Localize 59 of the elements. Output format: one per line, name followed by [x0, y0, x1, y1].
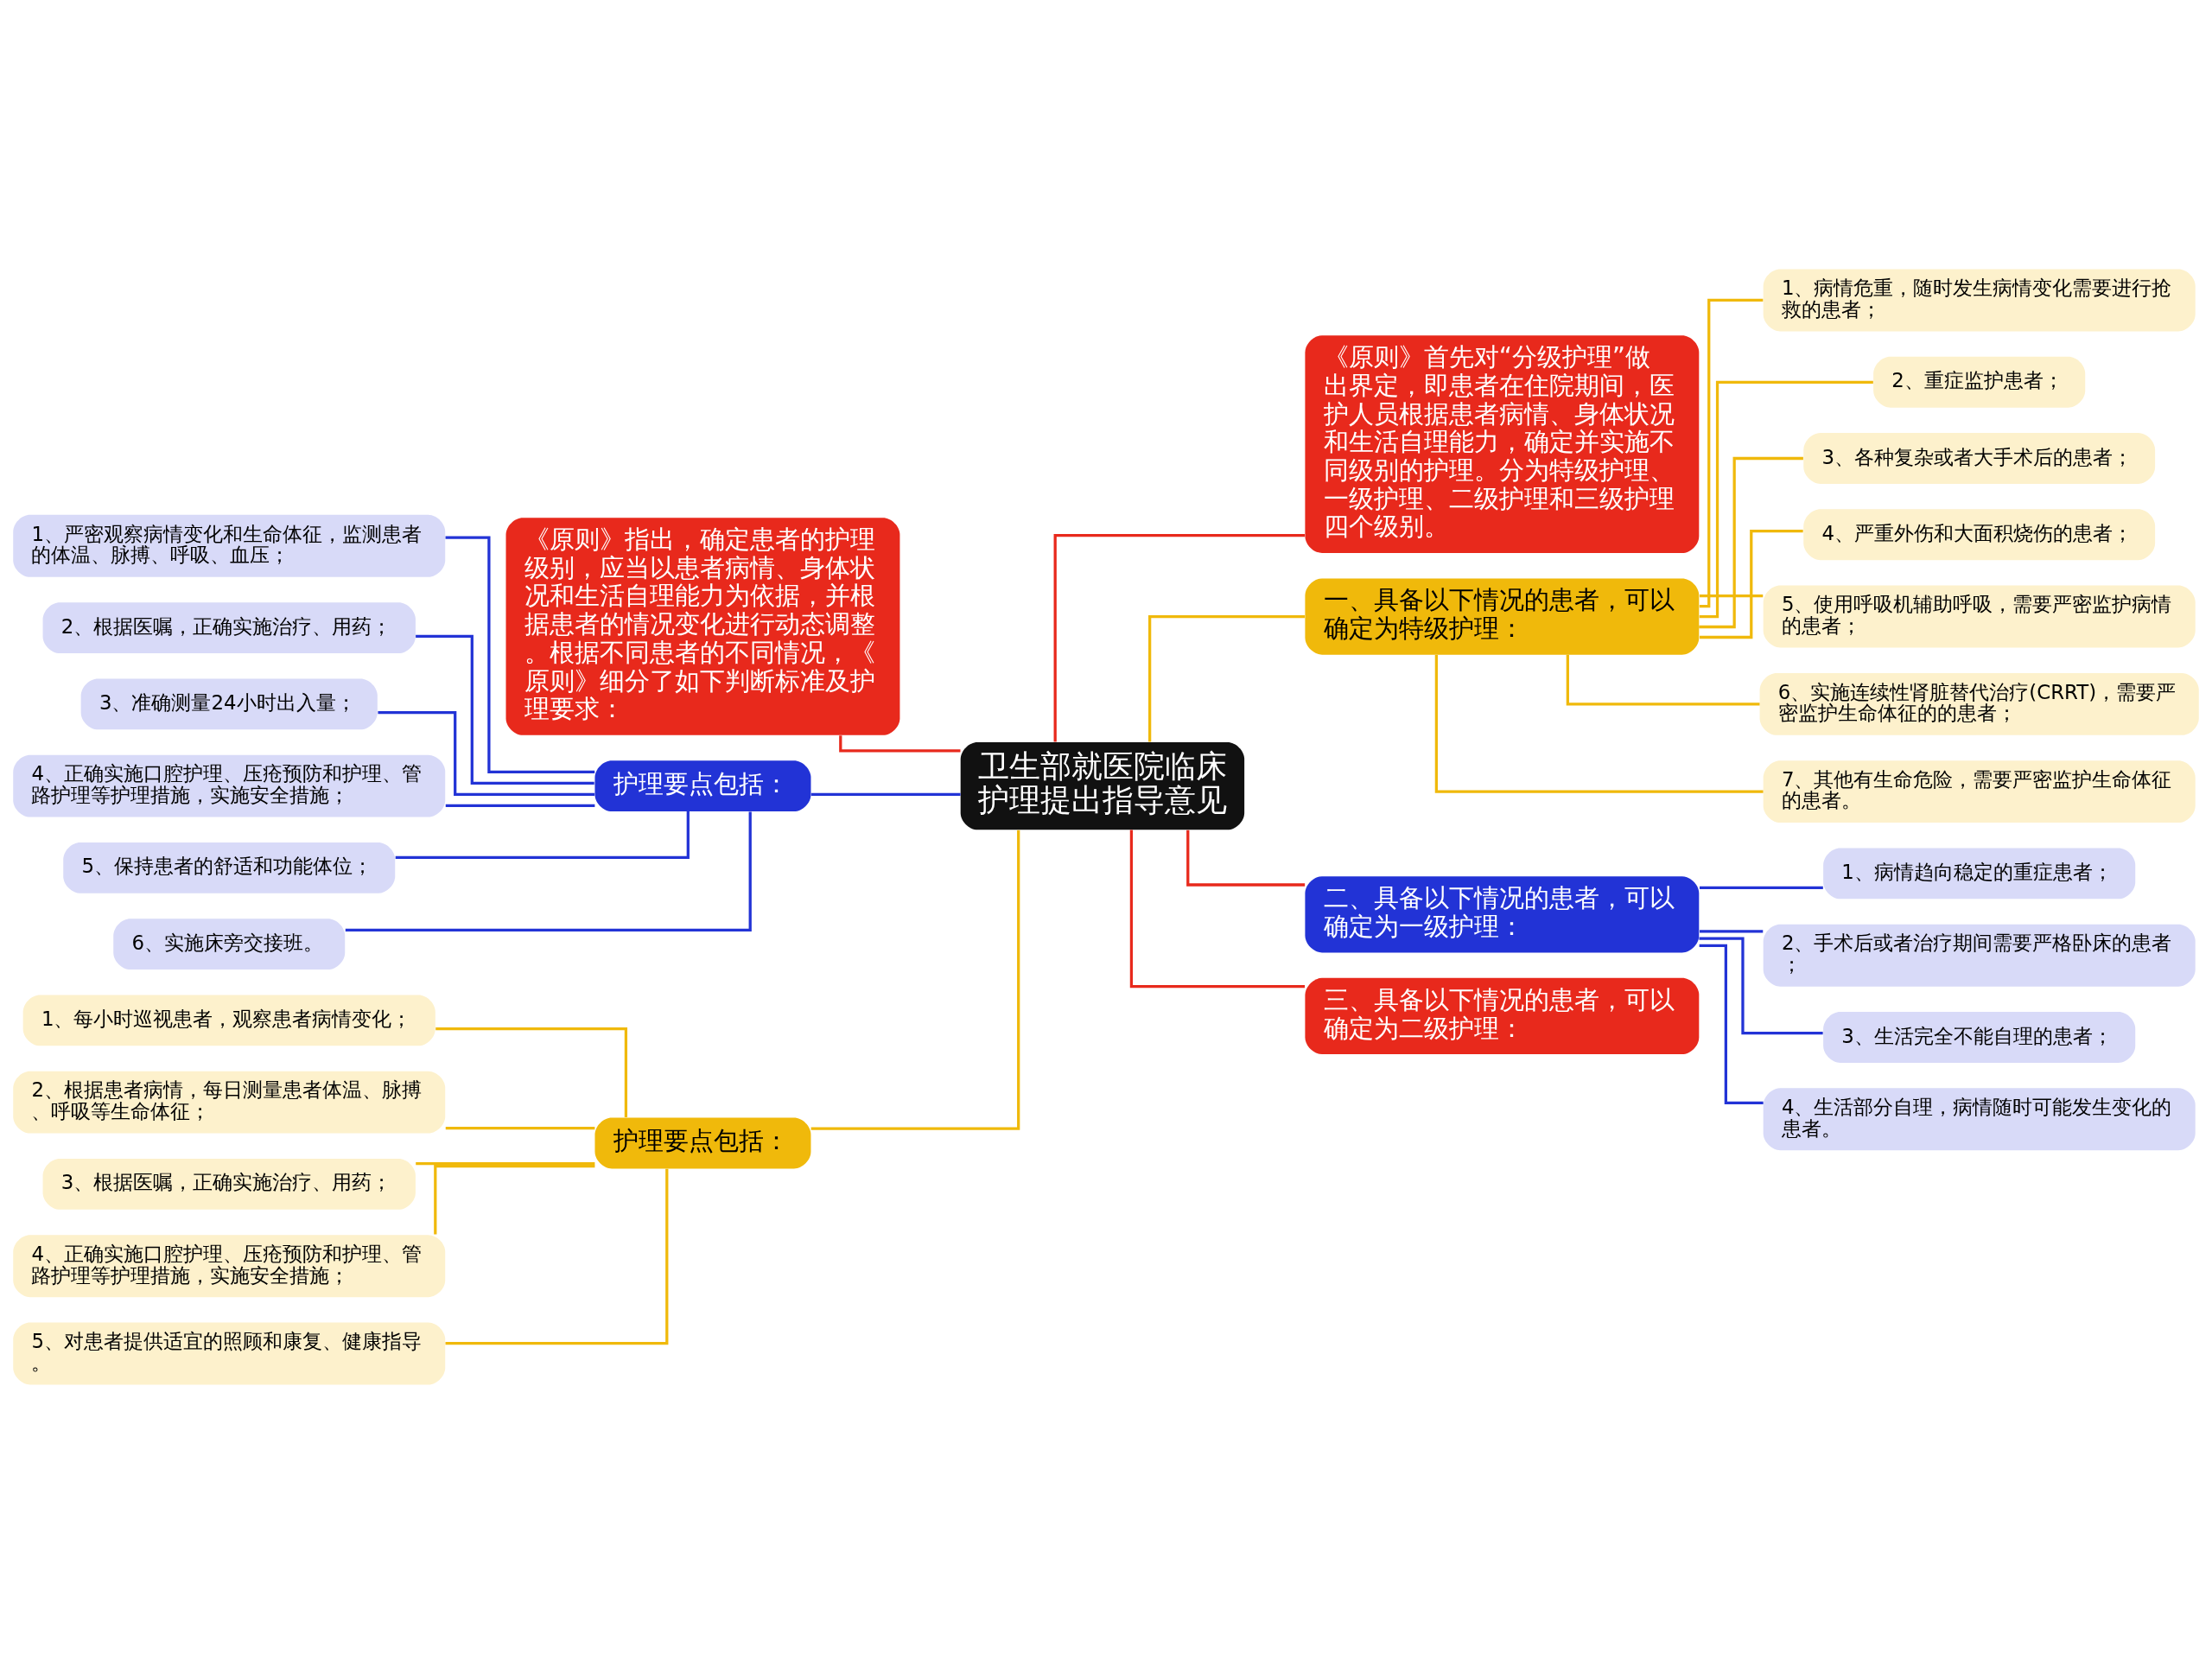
connector [1699, 380, 1873, 618]
node-box: 5、使用呼吸机辅助呼吸，需要严密监护病情的患者； [1763, 585, 2196, 647]
connector [1186, 830, 1306, 887]
node-box: 2、重症监护患者； [1873, 356, 2086, 408]
node-box: 3、准确测量24小时出入量； [80, 677, 378, 729]
node-box: 三、具备以下情况的患者，可以确定为二级护理： [1305, 977, 1700, 1054]
connector [1566, 654, 1760, 705]
node-box: 一、具备以下情况的患者，可以确定为特级护理： [1305, 577, 1700, 655]
node-box: 4、严重外伤和大面积烧伤的患者； [1803, 508, 2156, 560]
node-box: 《原则》首先对“分级护理”做出界定，即患者在住院期间，医护人员根据患者病情、身体状况和生活自理能力，确定并实施不同级别的护理。分为特级护理、一级护理、二级护理和三级护理四个级别。 [1305, 334, 1700, 553]
connector [445, 804, 595, 807]
node-box: 《原则》指出，确定患者的护理级别，应当以患者病情、身体状况和生活自理能力为依据，并根据患者的情况变化进行动态调整。根据不同患者的不同情况，《原则》细分了如下判断标准及护理要求： [505, 517, 900, 735]
connector [1700, 929, 1764, 933]
connector [345, 811, 752, 931]
connector [1699, 936, 1823, 1034]
node-box: 2、手术后或者治疗期间需要严格卧床的患者； [1763, 924, 2196, 987]
connector [1700, 529, 1803, 639]
connector [1699, 944, 1764, 1104]
connector [445, 535, 595, 773]
connector [810, 792, 961, 796]
node-box: 6、实施床旁交接班。 [113, 918, 346, 970]
connector [839, 734, 961, 752]
node-box: 1、病情危重，随时发生病情变化需要进行抢救的患者； [1763, 269, 2196, 331]
connector [1129, 830, 1306, 988]
node-box: 4、正确实施口腔护理、压疮预防和护理、管路护理等护理措施，实施安全措施； [13, 1234, 446, 1297]
node-box: 护理要点包括： [594, 760, 811, 811]
connector [1053, 533, 1305, 741]
node-box: 3、各种复杂或者大手术后的患者； [1803, 432, 2156, 484]
node-box: 二、具备以下情况的患者，可以确定为一级护理： [1305, 875, 1700, 952]
node-box: 1、每小时巡视患者，观察患者病情变化； [22, 994, 435, 1046]
connector [434, 1164, 595, 1235]
connector [435, 1027, 628, 1117]
connector [1434, 654, 1764, 793]
node-box: 7、其他有生命危险，需要严密监护生命体征的患者。 [1763, 760, 2196, 823]
connector [395, 811, 690, 859]
node-box: 4、正确实施口腔护理、压疮预防和护理、管路护理等护理措施，实施安全措施； [13, 754, 446, 817]
node-box: 3、根据医嘱，正确实施治疗、用药； [42, 1158, 416, 1210]
node-box: 2、根据医嘱，正确实施治疗、用药； [42, 601, 416, 653]
node-box: 4、生活部分自理，病情随时可能发生变化的患者。 [1763, 1087, 2196, 1150]
connector [416, 634, 594, 785]
node-box: 3、生活完全不能自理的患者； [1823, 1011, 2136, 1063]
node-box: 护理要点包括： [594, 1117, 811, 1168]
node-box: 卫生部就医院临床护理提出指导意见 [960, 741, 1245, 830]
connector [1699, 456, 1803, 628]
node-box: 5、保持患者的舒适和功能体位； [63, 842, 396, 893]
connector [378, 710, 595, 796]
connector [445, 1126, 595, 1129]
connector [445, 1168, 669, 1345]
node-box: 1、严密观察病情变化和生命体征，监测患者的体温、脉搏、呼吸、血压； [13, 514, 446, 577]
node-box: 5、对患者提供适宜的照顾和康复、健康指导。 [13, 1322, 446, 1384]
node-box: 1、病情趋向稳定的重症患者； [1823, 848, 2136, 899]
connector [1699, 298, 1764, 607]
connector [1700, 594, 1764, 597]
node-box: 2、根据患者病情，每日测量患者体温、脉搏、呼吸等生命体征； [13, 1071, 446, 1134]
connector [1148, 614, 1306, 742]
connector [1700, 886, 1823, 889]
connector [810, 830, 1020, 1130]
node-box: 6、实施连续性肾脏替代治疗(CRRT)，需要严密监护生命体征的的患者； [1759, 672, 2199, 735]
connector [416, 1161, 595, 1165]
